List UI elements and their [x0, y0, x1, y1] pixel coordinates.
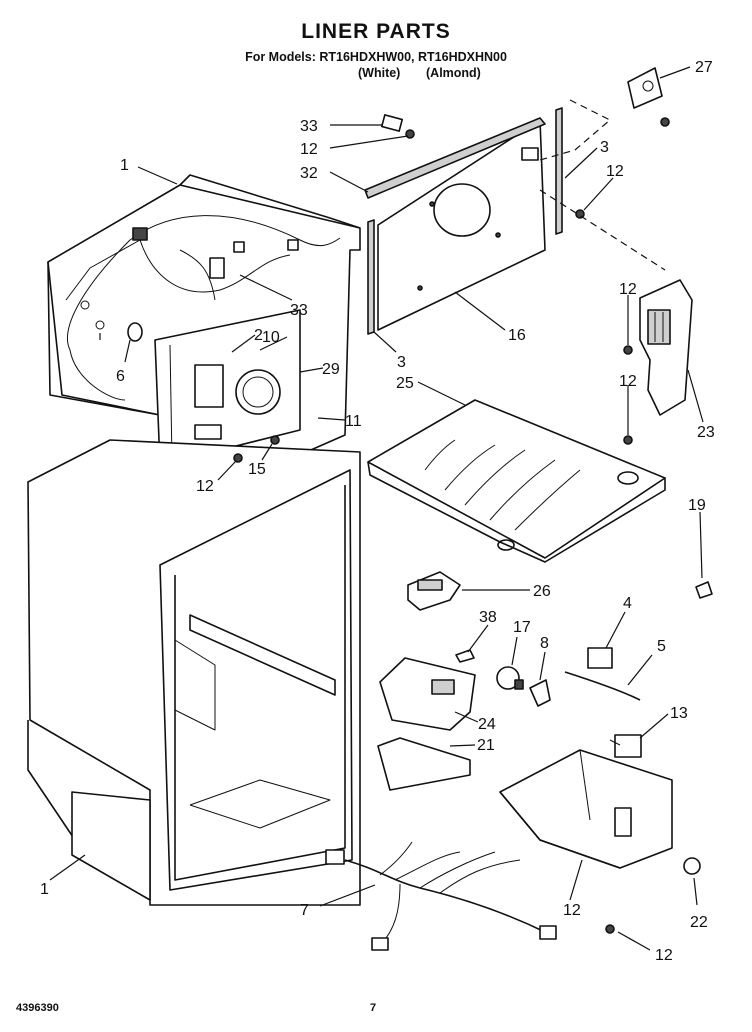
callout-14-e: 12: [619, 373, 637, 390]
callout-5: 5: [657, 638, 666, 655]
main-wiring-harness: [325, 841, 557, 951]
callout-2: 2: [254, 327, 263, 344]
callout-10: 10: [262, 329, 280, 346]
control-components: [377, 571, 551, 791]
callout-15: 15: [248, 461, 266, 478]
part-19-clip: [695, 581, 713, 599]
callout-12: 12: [563, 902, 581, 919]
callout-14-b: 12: [606, 163, 624, 180]
light-housing: [639, 279, 693, 416]
variant-almond: (Almond): [426, 66, 481, 80]
crisper-cover: [367, 399, 666, 563]
freezer-wiring: [67, 215, 341, 401]
callout-16: 16: [508, 327, 526, 344]
callout-6: 6: [116, 368, 125, 385]
leader-lines: [49, 66, 704, 951]
callout-11: 11: [345, 413, 362, 430]
small-hardware: [233, 67, 670, 934]
callout-19: 19: [688, 497, 706, 514]
document-number: 4396390: [16, 1002, 59, 1014]
meat-pan: [499, 749, 701, 875]
callout-22: 22: [690, 914, 708, 931]
callout-14-c: 12: [196, 478, 214, 495]
fresh-food-liner: [27, 439, 361, 906]
callout-23: 23: [697, 424, 715, 441]
air-duct-panel: [364, 107, 563, 335]
callout-17: 17: [513, 619, 531, 636]
callout-3-top: 3: [600, 139, 609, 156]
callout-1-bottom: 1: [40, 881, 49, 898]
callout-21: 21: [477, 737, 495, 754]
callout-27: 27: [695, 59, 713, 76]
callout-25: 25: [396, 375, 414, 392]
callout-33: 33: [290, 302, 308, 319]
alignment-lines: [99, 99, 666, 340]
models-line: For Models: RT16HDXHW00, RT16HDXHN00: [245, 50, 507, 64]
callout-14-a: 12: [300, 141, 318, 158]
callout-29: 29: [322, 361, 340, 378]
callout-14-d: 12: [619, 281, 637, 298]
callout-8: 8: [540, 635, 549, 652]
callout-38: 38: [479, 609, 497, 626]
variant-white: (White): [358, 66, 401, 80]
callout-14-f: 12: [655, 947, 673, 964]
callout-13: 13: [670, 705, 688, 722]
page-number: 7: [370, 1002, 377, 1014]
callout-4: 4: [623, 595, 632, 612]
callouts: 1 33 12 32 27 3 12 33 2 10 6 29 11 15 12…: [40, 59, 715, 964]
callout-24: 24: [478, 716, 496, 733]
callout-30: 32: [300, 165, 318, 182]
freezer-liner: [47, 174, 361, 481]
callout-3-mid: 3: [397, 354, 406, 371]
callout-1-top: 1: [120, 157, 129, 174]
callout-7: 7: [300, 902, 309, 919]
thermostat-parts: [564, 647, 642, 758]
page-title: LINER PARTS: [301, 20, 451, 43]
callout-32: 33: [300, 118, 318, 135]
callout-26: 26: [533, 583, 551, 600]
